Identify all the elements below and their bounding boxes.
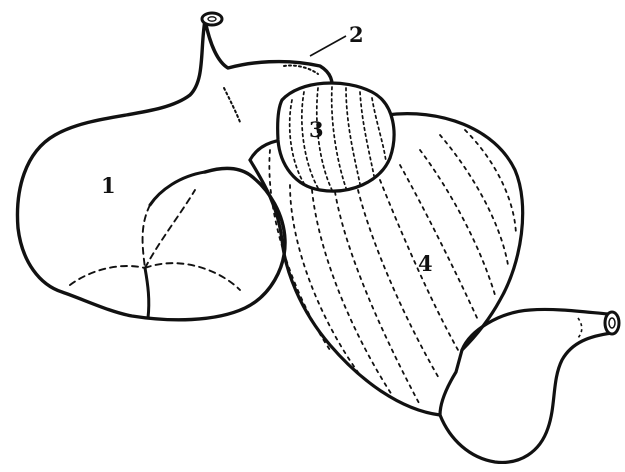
label-2: 2 [349,22,364,47]
esophagus [202,13,222,25]
intestine-tube [440,309,619,462]
label-4: 4 [418,251,433,276]
intestine-tube-outline [440,309,612,462]
compartment-1-fold [150,172,205,205]
compartment-1 [17,20,331,320]
label-2-leader [310,36,346,56]
compartment-3 [278,83,394,191]
intestine-opening [605,312,619,334]
label-1: 1 [101,173,116,198]
compartment-3-outline [278,83,394,191]
label-3: 3 [309,117,324,142]
esophagus-opening [202,13,222,25]
